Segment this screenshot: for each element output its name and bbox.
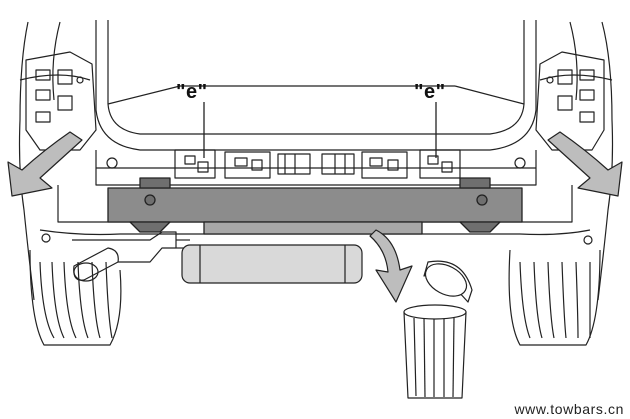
rear-panel — [95, 150, 537, 186]
tow-bar-beam — [107, 177, 523, 235]
arrow-right-icon — [547, 131, 623, 197]
left-mounting-bracket — [174, 149, 311, 179]
trash-bin — [403, 260, 473, 399]
arrow-down-icon — [369, 229, 413, 303]
right-tail-light — [535, 51, 605, 151]
right-mounting-bracket — [321, 149, 461, 179]
trunk-opening — [95, 20, 537, 151]
callout-label-left: "e" — [176, 81, 208, 103]
left-wheel — [29, 249, 122, 346]
right-wheel — [508, 249, 601, 346]
left-tail-light — [25, 51, 97, 151]
watermark-text: www.towbars.cn — [514, 401, 624, 417]
callout-label-right: "e" — [414, 81, 446, 103]
arrow-left-icon — [7, 131, 83, 197]
exhaust-system — [72, 231, 190, 282]
muffler — [181, 244, 363, 284]
